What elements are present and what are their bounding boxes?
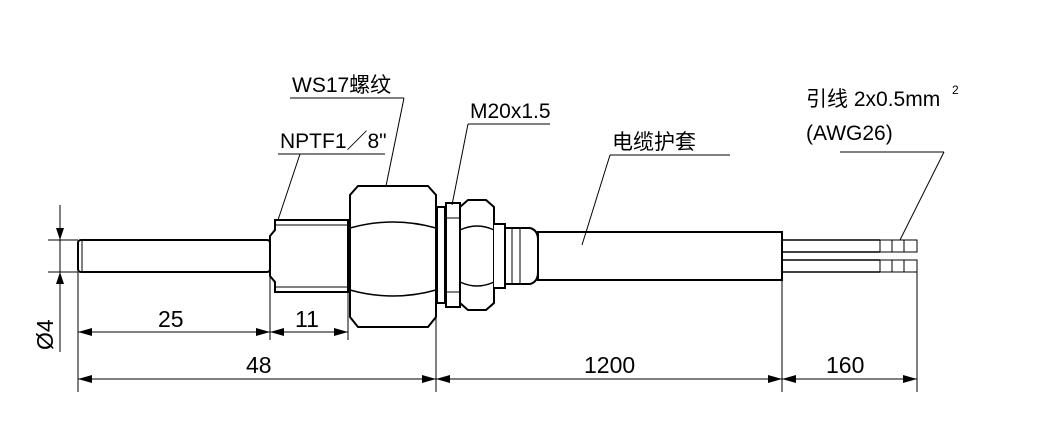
awg-label: (AWG26) bbox=[806, 122, 893, 145]
m20-label: M20x1.5 bbox=[470, 100, 551, 123]
nptf-thread-section bbox=[269, 219, 349, 293]
thread-length-dimension: 11 bbox=[295, 306, 319, 332]
lead-wire-label: 引线 2x0.5mm bbox=[806, 88, 940, 111]
dimension-lines bbox=[48, 205, 918, 392]
collar bbox=[436, 206, 446, 304]
probe-tube bbox=[77, 239, 271, 273]
diameter-dimension: Ø4 bbox=[32, 319, 58, 350]
cable-length-dimension: 1200 bbox=[584, 352, 635, 378]
cable-sheath-label: 电缆护套 bbox=[612, 131, 696, 154]
nptf-label: NPTF1／8" bbox=[280, 130, 387, 153]
lead-length-dimension: 160 bbox=[826, 352, 864, 378]
lead-wire-superscript: 2 bbox=[952, 83, 959, 97]
sensor-length-dimension: 48 bbox=[246, 352, 272, 378]
probe-length-dimension: 25 bbox=[158, 306, 184, 332]
ws17-hex-nut bbox=[349, 185, 437, 328]
cable-sheath bbox=[537, 231, 783, 281]
leader-lines bbox=[277, 97, 945, 246]
ws17-thread-label: WS17螺纹 bbox=[292, 74, 391, 97]
lead-wires bbox=[782, 239, 918, 273]
cable-gland bbox=[504, 227, 539, 285]
m20-nut bbox=[445, 199, 506, 311]
